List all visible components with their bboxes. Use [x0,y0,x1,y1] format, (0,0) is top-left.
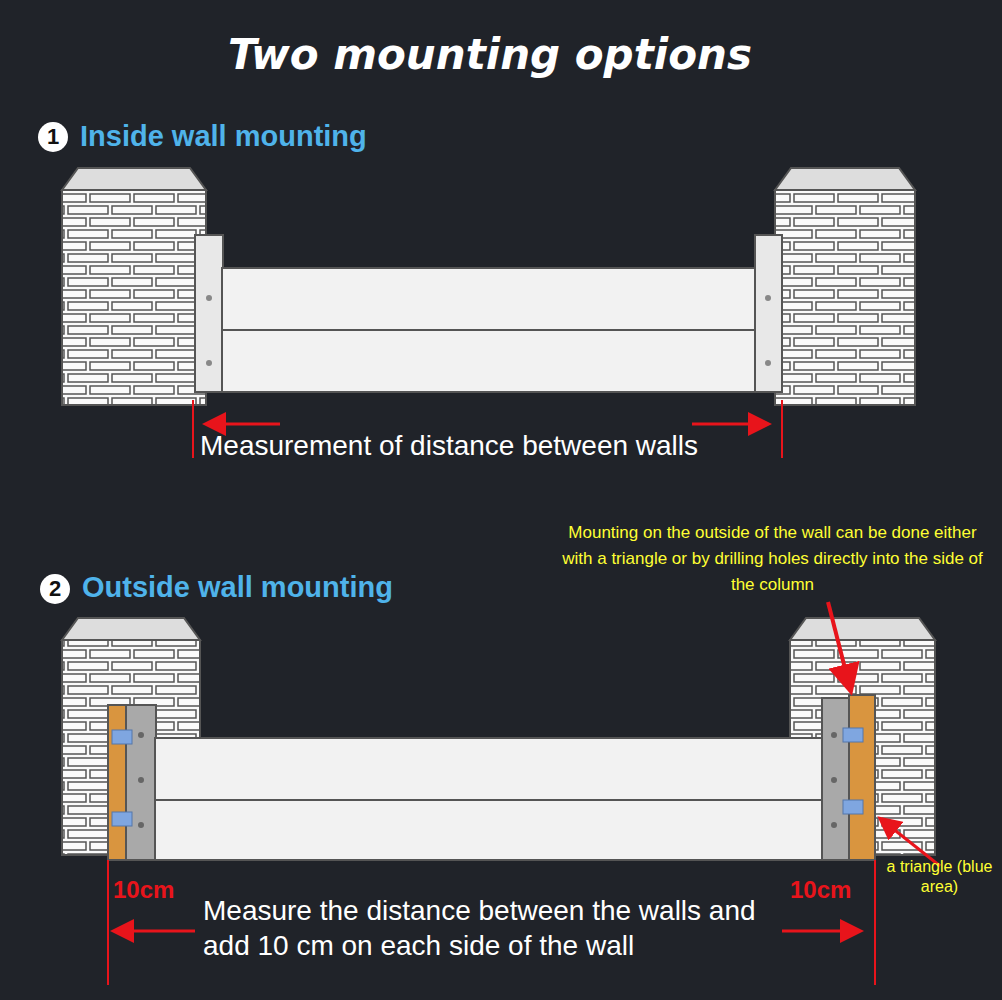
circle-number: 2 [40,574,70,604]
dimension: 10cm [113,876,174,904]
section-heading: Inside wall mounting [80,120,367,153]
measurement-note: Measure the distance between the walls a… [203,893,783,963]
mounting-note: Mounting on the outside of the wall can … [560,520,985,598]
callout-label: a triangle (blue area) [882,857,997,897]
circle-number: 1 [38,122,68,152]
section-heading: Outside wall mounting [82,571,393,604]
title: Two mounting options [0,30,980,79]
dimension: 10cm [790,876,851,904]
measurement-note: Measurement of distance between walls [200,430,698,462]
